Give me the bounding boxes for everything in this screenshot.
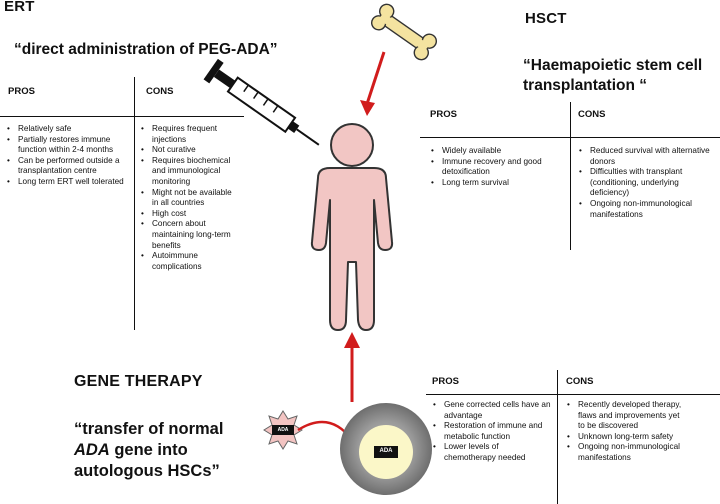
ert-table-hline xyxy=(0,116,244,117)
ert-pros-list: Relatively safe Partially restores immun… xyxy=(6,124,130,188)
hsct-pros-header: PROS xyxy=(430,109,457,120)
list-item: Long term survival xyxy=(430,178,566,189)
gene-quote-line-1: “transfer of normal xyxy=(74,420,224,438)
syringe-icon xyxy=(203,58,320,146)
ert-table-vline xyxy=(134,77,135,330)
hsct-title: HSCT xyxy=(525,10,567,27)
list-item: Autoimmune complications xyxy=(140,251,240,272)
gene-quote-line-2: ADA gene into xyxy=(74,440,223,461)
hsct-table-vline xyxy=(570,102,571,250)
gene-pros-header: PROS xyxy=(432,376,459,387)
hsct-quote: “Haemapoietic stem cell transplantation … xyxy=(523,57,703,94)
gene-cons-list: Recently developed therapy, flaws and im… xyxy=(566,400,686,464)
gene-pros-list: Gene corrected cells have an advantage R… xyxy=(432,400,552,464)
list-item: Gene corrected cells have an advantage xyxy=(432,400,552,421)
list-item: Not curative xyxy=(140,145,240,156)
arrow-cell-to-body xyxy=(344,332,360,402)
gene-cons-header: CONS xyxy=(566,376,594,387)
stem-cell-icon xyxy=(340,403,432,495)
star-ada-label: ADA xyxy=(277,427,289,433)
list-item: Can be performed outside a transplantati… xyxy=(6,156,130,177)
arrow-bone-to-body xyxy=(360,51,386,116)
gene-quote-line-2-rest: gene into xyxy=(109,441,188,459)
list-item: Recently developed therapy, flaws and im… xyxy=(566,400,686,432)
list-item: Relatively safe xyxy=(6,124,130,135)
gene-table-vline xyxy=(557,370,558,504)
bone-icon xyxy=(370,3,438,61)
gene-therapy-title: GENE THERAPY xyxy=(74,373,203,390)
list-item: Requires biochemical and immunological m… xyxy=(140,156,240,188)
ert-title: ERT xyxy=(4,0,35,15)
list-item: Widely available xyxy=(430,146,566,157)
cell-ada-label: ADA xyxy=(379,448,393,454)
ada-gene-name: ADA xyxy=(74,441,110,459)
gene-quote-line-3: autologous HSCs” xyxy=(74,462,220,480)
ert-quote: “direct administration of PEG-ADA” xyxy=(14,41,278,58)
hsct-cons-list: Reduced survival with alternative donors… xyxy=(578,146,716,220)
hsct-pros-list: Widely available Immune recovery and goo… xyxy=(430,146,566,188)
list-item: Ongoing non-immunological manifestations xyxy=(566,442,686,463)
list-item: Restoration of immune and metabolic func… xyxy=(432,421,552,442)
list-item: High cost xyxy=(140,209,240,220)
list-item: Immune recovery and good detoxification xyxy=(430,157,566,178)
ert-cons-list: Requires frequent injections Not curativ… xyxy=(140,124,240,272)
gene-therapy-quote: “transfer of normal ADA gene into autolo… xyxy=(74,419,223,482)
vector-star-icon xyxy=(263,410,303,450)
list-item: Partially restores immune function withi… xyxy=(6,135,130,156)
gene-table-hline xyxy=(426,394,720,395)
list-item: Ongoing non-immunological manifestations xyxy=(578,199,716,220)
hsct-cons-header: CONS xyxy=(578,109,606,120)
list-item: Might not be available in all countries xyxy=(140,188,240,209)
list-item: Lower levels of chemotherapy needed xyxy=(432,442,552,463)
list-item: Difficulties with transplant (conditioni… xyxy=(578,167,716,199)
list-item: Reduced survival with alternative donors xyxy=(578,146,716,167)
list-item: Concern about maintaining long-term bene… xyxy=(140,219,240,251)
list-item: Requires frequent injections xyxy=(140,124,240,145)
ert-cons-header: CONS xyxy=(146,86,174,97)
list-item: Long term ERT well tolerated xyxy=(6,177,130,188)
patient-body-icon xyxy=(310,123,394,331)
list-item: Unknown long-term safety xyxy=(566,432,686,443)
ert-pros-header: PROS xyxy=(8,86,35,97)
